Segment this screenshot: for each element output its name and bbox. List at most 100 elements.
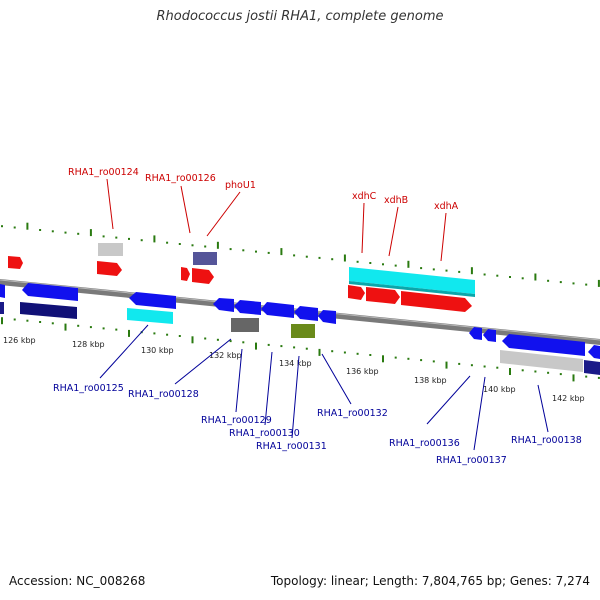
top-gene-labels: RHA1_ro00124 RHA1_ro00126 phoU1 xdhC xdh… — [68, 167, 459, 262]
gene-label-ro00138[interactable]: RHA1_ro00138 — [511, 435, 582, 446]
minor-dot — [242, 341, 245, 344]
major-tick — [343, 254, 346, 262]
gene-label-ro00126[interactable]: RHA1_ro00126 — [145, 173, 216, 184]
minor-dot — [51, 322, 54, 325]
minor-dot — [394, 356, 397, 359]
gene-label-ro00129[interactable]: RHA1_ro00129 — [201, 415, 272, 426]
gene-arrow[interactable] — [8, 256, 23, 269]
minor-dot — [77, 324, 80, 327]
gene-arrow[interactable] — [0, 284, 5, 298]
minor-dot — [559, 281, 562, 284]
major-tick — [382, 355, 384, 363]
major-tick — [153, 235, 156, 243]
gene-arrow[interactable] — [192, 268, 214, 284]
gene-arrow[interactable] — [213, 298, 234, 312]
gene-label-ro00131[interactable]: RHA1_ro00131 — [256, 441, 327, 452]
minor-dot — [305, 347, 308, 350]
minor-dot — [153, 332, 156, 335]
major-tick — [191, 336, 194, 344]
minor-dot — [293, 346, 296, 349]
minor-dot — [432, 360, 435, 363]
gene-label-phoU1[interactable]: phoU1 — [225, 180, 256, 191]
major-tick — [26, 222, 29, 230]
upper-outer-genes — [8, 243, 475, 312]
gene-label-xdhB[interactable]: xdhB — [384, 195, 408, 206]
gene-arrow[interactable] — [502, 334, 585, 356]
minor-dot — [204, 337, 207, 340]
gene-label-xdhC[interactable]: xdhC — [352, 191, 377, 202]
major-tick — [216, 241, 219, 249]
upper-dotted-track — [1, 222, 600, 287]
gene-box-shadow — [349, 281, 475, 297]
minor-dot — [445, 269, 448, 272]
minor-dot — [39, 229, 42, 231]
gene-label-xdhA[interactable]: xdhA — [434, 201, 459, 212]
minor-dot — [140, 239, 143, 242]
minor-dot — [1, 225, 3, 228]
gene-arrow[interactable] — [129, 292, 176, 309]
gene-arrow[interactable] — [483, 329, 496, 342]
gene-box[interactable] — [500, 350, 583, 372]
leader-line — [361, 202, 365, 254]
gene-box[interactable] — [291, 324, 315, 338]
gene-arrow[interactable] — [318, 310, 336, 324]
gene-label-ro00136[interactable]: RHA1_ro00136 — [389, 438, 460, 449]
gene-box[interactable] — [20, 302, 77, 319]
gene-label-ro00124[interactable]: RHA1_ro00124 — [68, 167, 139, 178]
gene-box[interactable] — [584, 360, 600, 375]
gene-box[interactable] — [231, 318, 259, 332]
gene-arrow[interactable] — [22, 283, 78, 301]
major-tick — [280, 248, 283, 256]
minor-dot — [470, 364, 473, 367]
major-tick — [89, 229, 92, 237]
leader-line — [106, 178, 114, 230]
major-tick — [445, 361, 448, 369]
gene-arrow[interactable] — [181, 267, 190, 281]
major-tick — [1, 317, 3, 325]
major-tick — [534, 273, 537, 281]
gene-arrow[interactable] — [97, 261, 122, 276]
minor-dot — [13, 226, 16, 229]
minor-dot — [178, 335, 181, 337]
minor-dot — [267, 251, 270, 254]
gene-arrow[interactable] — [401, 291, 472, 312]
gene-label-ro00125[interactable]: RHA1_ro00125 — [53, 383, 124, 394]
lower-dotted-track — [1, 317, 600, 382]
minor-dot — [420, 359, 423, 362]
major-tick — [572, 374, 575, 382]
gene-box[interactable] — [193, 252, 217, 265]
gene-arrow[interactable] — [294, 306, 318, 321]
gene-arrow[interactable] — [366, 287, 400, 304]
minor-dot — [432, 268, 435, 271]
leader-line — [206, 191, 241, 237]
minor-dot — [255, 250, 257, 253]
gene-arrow[interactable] — [261, 302, 294, 318]
gene-arrow[interactable] — [234, 300, 261, 315]
minor-dot — [115, 236, 118, 239]
minor-dot — [229, 340, 232, 343]
gene-box[interactable] — [349, 267, 475, 294]
minor-dot — [521, 277, 524, 280]
major-tick — [597, 279, 600, 287]
gene-box[interactable] — [98, 243, 123, 256]
minor-dot — [331, 350, 334, 353]
gene-label-ro00128[interactable]: RHA1_ro00128 — [128, 389, 199, 400]
gene-label-ro00137[interactable]: RHA1_ro00137 — [436, 455, 507, 466]
minor-dot — [102, 235, 105, 238]
minor-dot — [382, 263, 384, 266]
gene-arrow[interactable] — [588, 345, 600, 359]
gene-label-ro00132[interactable]: RHA1_ro00132 — [317, 408, 388, 419]
major-tick — [470, 267, 473, 275]
genome-title: Rhodococcus jostii RHA1, complete genome — [156, 9, 444, 24]
gene-arrow[interactable] — [348, 285, 365, 300]
leader-line — [537, 384, 549, 433]
minor-dot — [597, 376, 600, 379]
gene-box[interactable] — [127, 308, 173, 324]
gene-arrow[interactable] — [469, 327, 482, 340]
bottom-gene-labels: RHA1_ro00125 RHA1_ro00128 RHA1_ro00129 R… — [53, 324, 582, 466]
minor-dot — [458, 270, 461, 273]
gene-label-ro00130[interactable]: RHA1_ro00130 — [229, 428, 300, 439]
gene-box[interactable] — [0, 302, 4, 314]
minor-dot — [89, 326, 92, 329]
